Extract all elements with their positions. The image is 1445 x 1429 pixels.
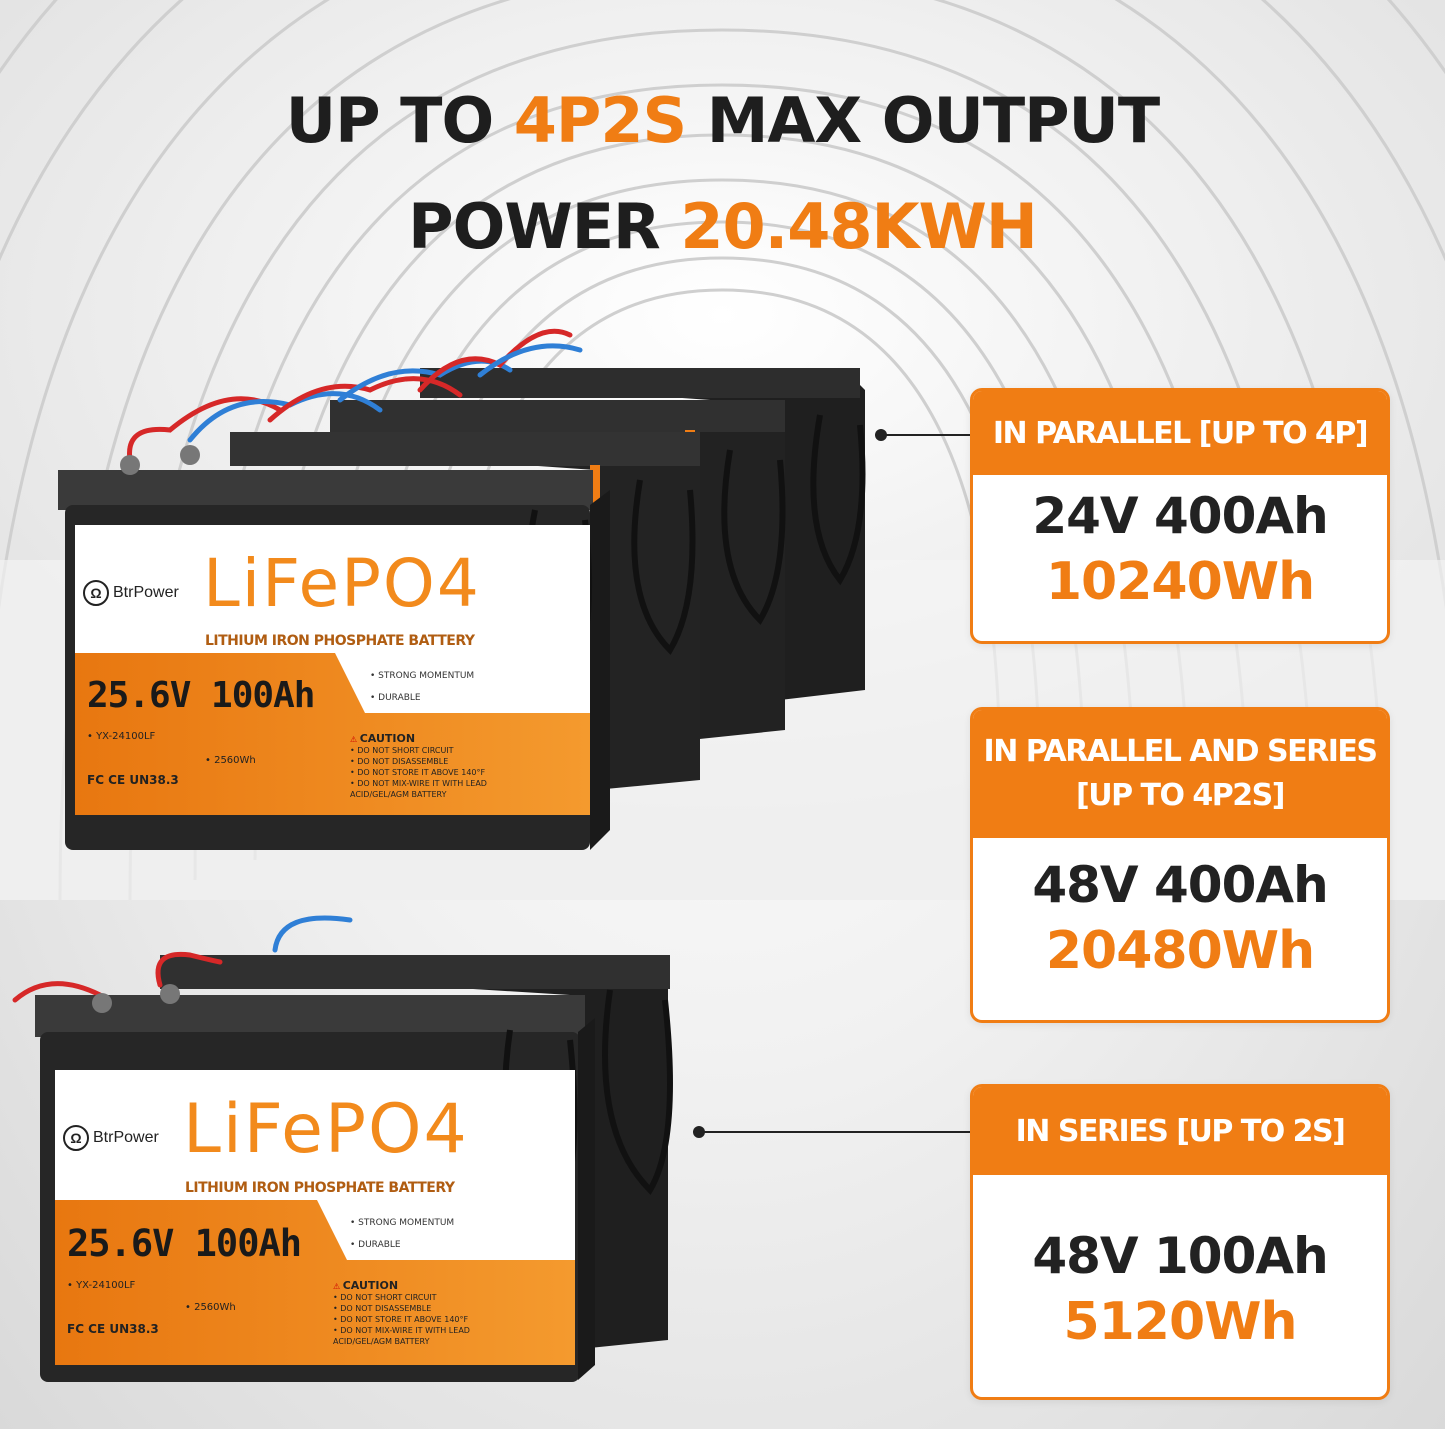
card-spec: 48V 400Ah [1032, 856, 1328, 914]
headline-highlight-energy: 20.48KWH [680, 190, 1037, 263]
card-header: IN PARALLEL [UP TO 4P] [973, 391, 1387, 475]
card-body: 48V 100Ah 5120Wh [973, 1175, 1387, 1355]
headline-text: POWER [408, 190, 681, 263]
connector-line-parallel [885, 434, 972, 436]
connector-line-series [703, 1131, 972, 1133]
battery-energy: • 2560Wh [205, 755, 256, 766]
caution-line: • DO NOT STORE IT ABOVE 140°F [333, 1315, 469, 1324]
card-body: 48V 400Ah 20480Wh [973, 838, 1387, 984]
chemistry-subtitle: LITHIUM IRON PHOSPHATE BATTERY [185, 1180, 455, 1196]
card-energy: 20480Wh [1045, 921, 1315, 981]
omega-logo-icon: Ω [83, 580, 109, 606]
feature-strong-momentum: • STRONG MOMENTUM [370, 671, 475, 681]
brand-name: BtrPower [113, 584, 179, 601]
card-spec: 24V 400Ah [1032, 487, 1328, 545]
brand-name: BtrPower [93, 1129, 159, 1146]
headline-line-1: UP TO 4P2S MAX OUTPUT [0, 68, 1445, 174]
chemistry-title: LiFePO4 [183, 1090, 469, 1169]
chemistry-title: LiFePO4 [203, 545, 481, 622]
headline-text: MAX OUTPUT [686, 84, 1161, 157]
omega-logo-icon: Ω [63, 1125, 89, 1151]
caution-line: ACID/GEL/AGM BATTERY [333, 1337, 430, 1346]
headline-text: UP TO [285, 84, 514, 157]
caution-line: • DO NOT SHORT CIRCUIT [350, 746, 454, 755]
certification-marks: FC CE UN38.3 [87, 773, 179, 787]
caution-block: ⚠ CAUTION • DO NOT SHORT CIRCUIT • DO NO… [333, 1279, 470, 1346]
feature-durable: • DURABLE [350, 1240, 401, 1250]
caution-line: • DO NOT STORE IT ABOVE 140°F [350, 768, 486, 777]
battery-label-top: Ω BtrPower LiFePO4 LITHIUM IRON PHOSPHAT… [75, 525, 590, 815]
card-energy: 5120Wh [1063, 1292, 1297, 1352]
caution-line: • DO NOT MIX-WIRE IT WITH LEAD [333, 1326, 470, 1335]
battery-back-3 [420, 368, 865, 700]
label-white-notch [317, 1200, 575, 1260]
battery-energy: • 2560Wh [185, 1302, 236, 1313]
config-card-series: IN SERIES [UP TO 2S] 48V 100Ah 5120Wh [970, 1084, 1390, 1400]
feature-durable: • DURABLE [370, 693, 421, 703]
connector-dot-parallel [875, 429, 887, 441]
model-number: • YX-24100LF [87, 731, 156, 742]
connector-dot-series [693, 1126, 705, 1138]
headline-line-2: POWER 20.48KWH [0, 174, 1445, 280]
card-title: IN PARALLEL [UP TO 4P] [992, 415, 1369, 451]
headline: UP TO 4P2S MAX OUTPUT POWER 20.48KWH [0, 68, 1445, 280]
caution-line: • DO NOT SHORT CIRCUIT [333, 1293, 437, 1302]
label-white-notch [335, 653, 590, 713]
battery-label-bottom: Ω BtrPower LiFePO4 LITHIUM IRON PHOSPHAT… [55, 1070, 575, 1365]
card-header: IN PARALLEL AND SERIES [UP TO 4P2S] [973, 710, 1387, 838]
battery-rating: 25.6V 100Ah [67, 1222, 302, 1265]
caution-title: CAUTION [342, 1279, 399, 1292]
brand-logo: Ω BtrPower [63, 1125, 159, 1151]
card-title-line-2: [UP TO 4P2S] [1076, 778, 1285, 813]
chemistry-subtitle: LITHIUM IRON PHOSPHATE BATTERY [205, 633, 475, 649]
card-body: 24V 400Ah 10240Wh [973, 475, 1387, 615]
caution-block: ⚠ CAUTION • DO NOT SHORT CIRCUIT • DO NO… [350, 732, 487, 799]
battery-back [160, 955, 670, 1350]
card-title: IN SERIES [UP TO 2S] [1015, 1113, 1346, 1149]
config-card-parallel-series: IN PARALLEL AND SERIES [UP TO 4P2S] 48V … [970, 707, 1390, 1023]
caution-line: • DO NOT MIX-WIRE IT WITH LEAD [350, 779, 487, 788]
card-spec: 48V 100Ah [1032, 1227, 1328, 1285]
caution-title: CAUTION [359, 732, 416, 745]
model-number: • YX-24100LF [67, 1280, 136, 1291]
battery-rating: 25.6V 100Ah [87, 675, 315, 716]
card-title: IN PARALLEL AND SERIES [983, 734, 1378, 769]
caution-line: ACID/GEL/AGM BATTERY [350, 790, 447, 799]
caution-line: • DO NOT DISASSEMBLE [333, 1304, 432, 1313]
feature-strong-momentum: • STRONG MOMENTUM [350, 1218, 455, 1228]
caution-line: • DO NOT DISASSEMBLE [350, 757, 449, 766]
certification-marks: FC CE UN38.3 [67, 1322, 159, 1336]
config-card-parallel: IN PARALLEL [UP TO 4P] 24V 400Ah 10240Wh [970, 388, 1390, 644]
brand-logo: Ω BtrPower [83, 580, 179, 606]
headline-highlight-config: 4P2S [513, 84, 687, 157]
card-header: IN SERIES [UP TO 2S] [973, 1087, 1387, 1175]
card-energy: 10240Wh [1045, 552, 1315, 612]
